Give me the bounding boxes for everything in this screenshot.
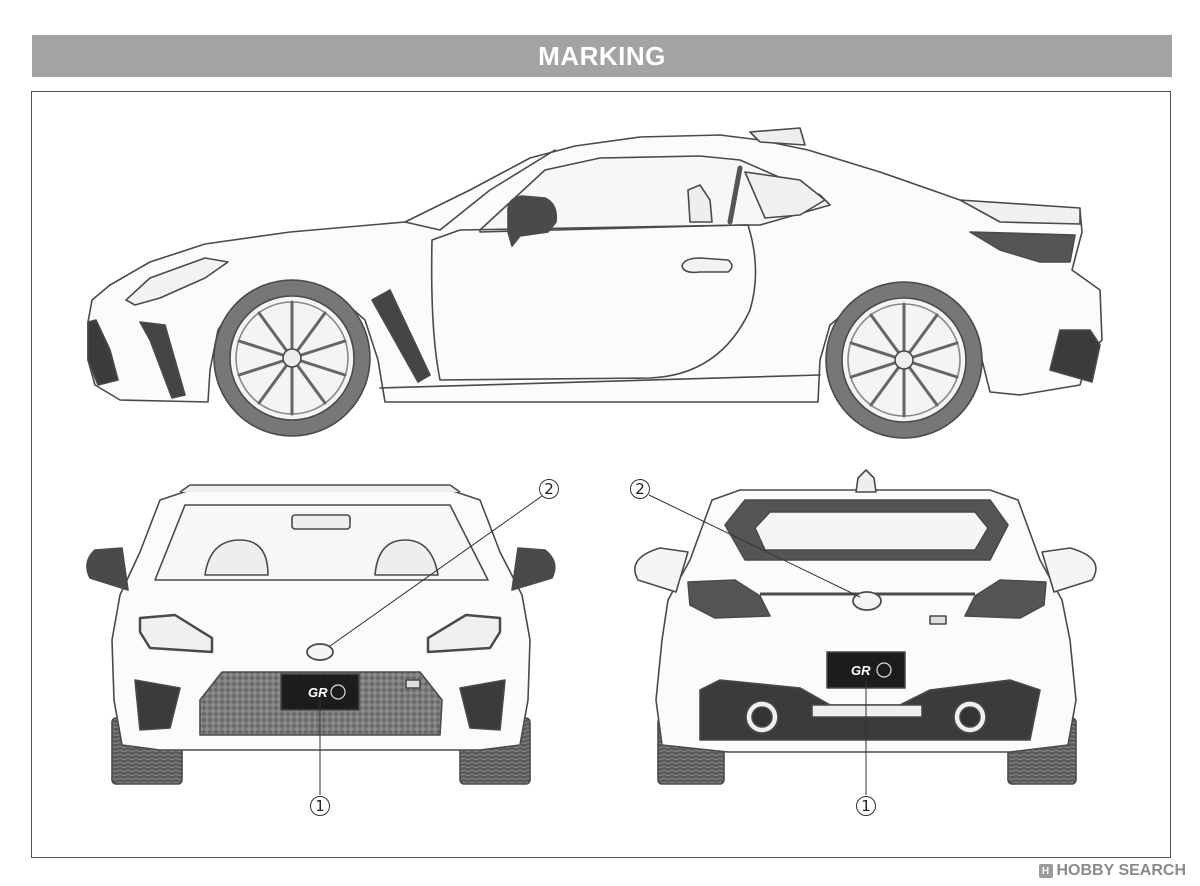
page-title: MARKING bbox=[538, 40, 666, 71]
drawing-frame bbox=[31, 91, 1171, 858]
callout-circle-rear-plate bbox=[856, 796, 876, 816]
callout-label-rear-plate: 1 bbox=[861, 797, 871, 815]
watermark: H HOBBY SEARCH bbox=[1038, 862, 1187, 880]
callout-circle-rear-emblem bbox=[630, 479, 650, 499]
callouts: 2 1 2 1 bbox=[310, 479, 876, 816]
header-bar: MARKING bbox=[32, 35, 1172, 77]
car-rear-view: GR bbox=[634, 469, 1097, 785]
rear-plate-text: GR bbox=[851, 663, 871, 678]
front-plate-text: GR bbox=[308, 685, 328, 700]
front-wheel bbox=[213, 279, 371, 437]
rear-emblem bbox=[852, 591, 882, 611]
car-side-view bbox=[87, 127, 1103, 439]
callout-circle-front-emblem bbox=[539, 479, 559, 499]
car-front-view: GR bbox=[86, 484, 556, 785]
callout-label-rear-emblem: 2 bbox=[635, 480, 645, 498]
callout-leader-rear-emblem bbox=[648, 494, 861, 598]
watermark-logo-icon: H bbox=[1038, 864, 1053, 878]
rear-wheel bbox=[825, 281, 983, 439]
callout-circle-front-plate bbox=[310, 796, 330, 816]
front-emblem bbox=[306, 643, 334, 661]
callout-label-front-emblem: 2 bbox=[544, 480, 554, 498]
callout-leader-front-emblem bbox=[329, 495, 543, 647]
callout-label-front-plate: 1 bbox=[315, 797, 325, 815]
watermark-text: HOBBY SEARCH bbox=[1056, 862, 1187, 879]
